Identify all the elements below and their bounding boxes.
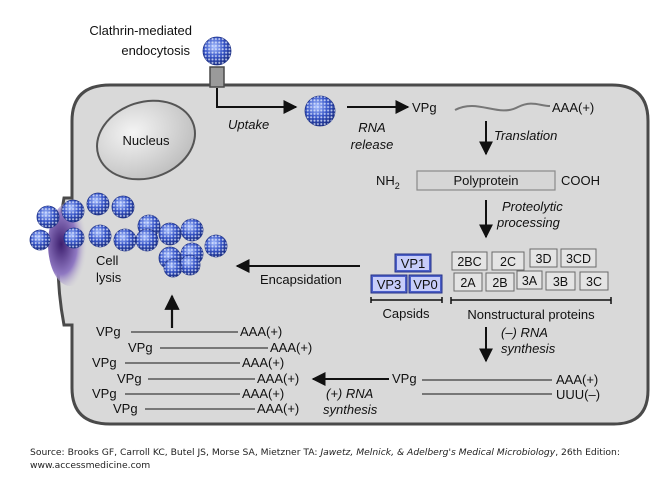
minus-rna-label-2: synthesis xyxy=(501,341,556,356)
strand-aaa-label: AAA(+) xyxy=(240,324,282,339)
aaa-label-top: AAA(+) xyxy=(552,100,594,115)
virus-particles xyxy=(29,36,336,278)
virus-particle-icon xyxy=(111,195,135,219)
polyprotein-label: Polyprotein xyxy=(453,173,518,188)
capsid-protein-inner xyxy=(411,277,440,291)
vpg-label-mid: VPg xyxy=(392,371,417,386)
cell-lysis-label-1: Cell xyxy=(96,253,119,268)
nonstructural-protein-box xyxy=(491,251,525,271)
virus-particle-icon xyxy=(86,192,110,216)
nonstructural-protein-label: 3C xyxy=(586,275,602,289)
aaa-label-mid: AAA(+) xyxy=(556,372,598,387)
source-citation: Source: Brooks GF, Carroll KC, Butel JS,… xyxy=(30,447,620,471)
minus-rna-label-1: (–) RNA xyxy=(501,325,548,340)
strand-vpg-label: VPg xyxy=(128,340,153,355)
virus-particle-icon xyxy=(180,218,204,242)
cooh-label: COOH xyxy=(561,173,600,188)
nonstructural-protein-box xyxy=(516,270,543,290)
nonstructural-protein-label: 3B xyxy=(553,275,568,289)
capsid-protein-inner xyxy=(397,256,429,270)
nonstructural-protein-label: 3D xyxy=(536,252,552,266)
strand-vpg-label: VPg xyxy=(92,386,117,401)
nonstructural-protein-label: 2BC xyxy=(457,255,481,269)
virus-particle-icon xyxy=(63,227,85,249)
capsids-bracket xyxy=(370,297,443,303)
nonstructural-protein-box xyxy=(451,251,488,271)
plus-rna-label-2: synthesis xyxy=(323,402,378,417)
virus-particle-icon xyxy=(88,224,112,248)
clathrin-label-line1: Clathrin-mediated xyxy=(89,23,192,38)
rna-release-label-1: RNA xyxy=(358,120,385,135)
strand-vpg-label: VPg xyxy=(96,324,121,339)
strand-vpg-label: VPg xyxy=(113,401,138,416)
virus-particle-icon xyxy=(158,222,182,246)
virus-particle-icon xyxy=(135,228,159,252)
strand-aaa-label: AAA(+) xyxy=(242,355,284,370)
proteolytic-label-2: processing xyxy=(496,215,561,230)
nonstructural-label: Nonstructural proteins xyxy=(467,307,595,322)
nonstructural-protein-box xyxy=(560,248,597,268)
endocytic-pit xyxy=(209,66,225,88)
strand-aaa-label: AAA(+) xyxy=(270,340,312,355)
nonstructural-protein-label: 3CD xyxy=(566,252,591,266)
plus-rna-label-1: (+) RNA xyxy=(326,386,373,401)
uuu-label-mid: UUU(–) xyxy=(556,387,600,402)
nonstructural-protein-box xyxy=(529,248,558,268)
uptake-label: Uptake xyxy=(228,117,269,132)
nonstructural-protein-label: 2C xyxy=(500,255,516,269)
nonstructural-protein-label: 3A xyxy=(522,274,538,288)
nonstructural-bracket xyxy=(450,297,612,304)
polyprotein-bar xyxy=(416,170,556,191)
virus-particle-icon xyxy=(36,205,60,229)
strand-vpg-label: VPg xyxy=(92,355,117,370)
nucleus-label: Nucleus xyxy=(123,133,170,148)
strand-aaa-label: AAA(+) xyxy=(242,386,284,401)
virus-particle-icon xyxy=(304,95,336,127)
nonstructural-proteins: 2BC 2C 3D 3CD 2A 2B 3A 3B 3C xyxy=(451,248,609,292)
proteolytic-label-1: Proteolytic xyxy=(502,199,563,214)
virus-particle-icon xyxy=(204,234,228,258)
capsid-protein-label: VP1 xyxy=(401,256,426,271)
capsids-label: Capsids xyxy=(383,306,430,321)
virus-particle-icon xyxy=(61,199,85,223)
clathrin-label-line2: endocytosis xyxy=(121,43,190,58)
virus-particle-icon xyxy=(163,258,183,278)
genome-rna-strand xyxy=(454,102,551,112)
strand-aaa-label: AAA(+) xyxy=(257,401,299,416)
nonstructural-protein-label: 2A xyxy=(460,276,476,290)
virus-particle-icon xyxy=(113,228,137,252)
virus-particle-icon xyxy=(202,36,232,66)
encapsidation-label: Encapsidation xyxy=(260,272,342,287)
vpg-label-top: VPg xyxy=(412,100,437,115)
virus-particle-icon xyxy=(29,229,51,251)
nonstructural-protein-box xyxy=(453,272,483,292)
cell-membrane xyxy=(56,83,650,426)
nonstructural-protein-label: 2B xyxy=(492,276,507,290)
nonstructural-protein-box xyxy=(485,272,515,292)
translation-label: Translation xyxy=(494,128,557,143)
nucleus xyxy=(96,99,196,181)
rna-release-label-2: release xyxy=(351,137,394,152)
capsid-protein-label: VP0 xyxy=(413,277,438,292)
capsid-protein-label: VP3 xyxy=(377,277,402,292)
strand-aaa-label: AAA(+) xyxy=(257,371,299,386)
strand-vpg-label: VPg xyxy=(117,371,142,386)
cell-lysis-label-2: lysis xyxy=(96,270,122,285)
nh2-label: NH2 xyxy=(376,173,400,191)
nonstructural-protein-box xyxy=(545,271,576,291)
nonstructural-protein-box xyxy=(579,271,609,291)
uptake-arrow xyxy=(216,88,298,114)
capsid-protein-inner xyxy=(373,277,405,291)
virus-particle-icon xyxy=(179,254,201,276)
